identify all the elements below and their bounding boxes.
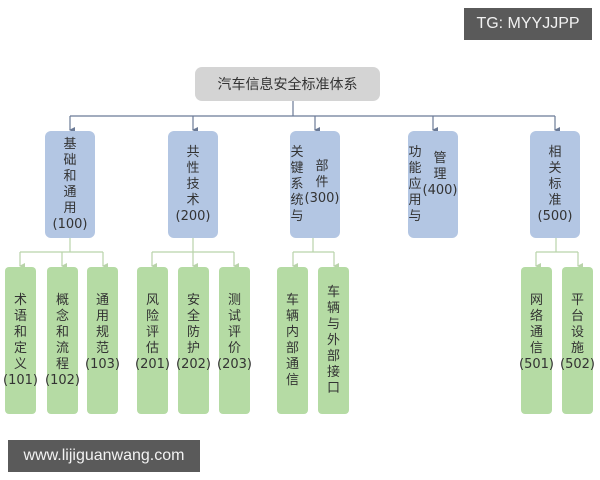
subcategory-node-vehicle-internal-comm: 车 辆 内 部 通 信 — [277, 267, 308, 414]
subcategory-node-103: 通 用 规 范 (103) — [85, 267, 120, 414]
subcategory-node-201: 风 险 评 估 (201) — [135, 267, 170, 414]
subcategory-node-202: 安 全 防 护 (202) — [176, 267, 211, 414]
category-node-300: 关 键 系 统 与 部 件 (300) — [290, 131, 340, 238]
subcategory-label: 平 台 设 施 (502) — [560, 292, 595, 372]
root-node: 汽车信息安全标准体系 — [195, 67, 380, 101]
subcategory-label: 车 辆 内 部 通 信 — [285, 292, 299, 388]
subcategory-node-vehicle-external-interface: 车 辆 与 外 部 接 口 — [318, 267, 349, 414]
subcategory-label: 风 险 评 估 (201) — [135, 292, 170, 372]
category-label-col2: 部 件 (300) — [304, 158, 340, 206]
subcategory-node-501: 网 络 通 信 (501) — [519, 267, 554, 414]
watermark-top-right: TG: MYYJJPP — [464, 8, 592, 40]
subcategory-label: 通 用 规 范 (103) — [85, 292, 120, 372]
subcategory-label: 概 念 和 流 程 (102) — [45, 292, 80, 388]
category-label-col1: 功 能 应 用 与 — [408, 144, 422, 224]
subcategory-label: 车 辆 与 外 部 接 口 — [326, 284, 340, 396]
category-label: 相 关 标 准 (500) — [537, 144, 573, 224]
watermark-bottom-left: www.lijiguanwang.com — [8, 440, 200, 472]
root-node-label: 汽车信息安全标准体系 — [217, 77, 358, 93]
subcategory-node-101: 术 语 和 定 义 (101) — [3, 267, 38, 414]
subcategory-label: 术 语 和 定 义 (101) — [3, 292, 38, 388]
subcategory-label: 安 全 防 护 (202) — [176, 292, 211, 372]
subcategory-label: 测 试 评 价 (203) — [217, 292, 252, 372]
category-label: 共 性 技 术 (200) — [175, 144, 211, 224]
category-label: 基 础 和 通 用 (100) — [52, 136, 88, 232]
watermark-text: www.lijiguanwang.com — [23, 447, 185, 464]
subcategory-node-203: 测 试 评 价 (203) — [217, 267, 252, 414]
category-node-100: 基 础 和 通 用 (100) — [45, 131, 95, 238]
subcategory-node-502: 平 台 设 施 (502) — [560, 267, 595, 414]
subcategory-node-102: 概 念 和 流 程 (102) — [45, 267, 80, 414]
category-node-400: 功 能 应 用 与 管 理 (400) — [408, 131, 458, 238]
category-label-col1: 关 键 系 统 与 — [290, 144, 304, 224]
category-node-500: 相 关 标 准 (500) — [530, 131, 580, 238]
category-node-200: 共 性 技 术 (200) — [168, 131, 218, 238]
category-label-col2: 管 理 (400) — [422, 150, 458, 198]
subcategory-label: 网 络 通 信 (501) — [519, 292, 554, 372]
watermark-text: TG: MYYJJPP — [476, 15, 580, 32]
